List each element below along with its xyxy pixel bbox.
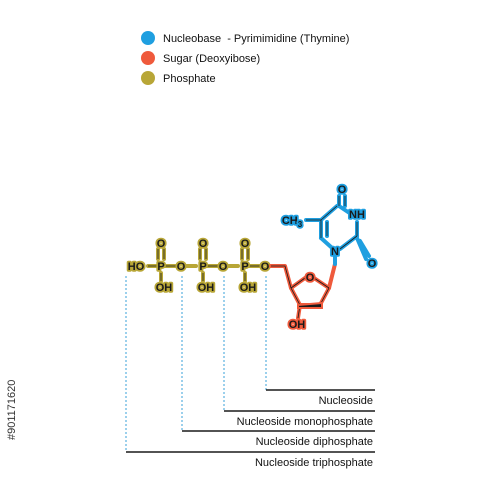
phosphate-1-o-bridge: O — [177, 261, 186, 273]
base-oxygen-right: O — [368, 258, 377, 270]
base-atoms: CH3 O NH O N — [280, 182, 378, 272]
legend-label-nucleobase: Nucleobase - Pyrimimidine (Thymine) — [163, 33, 349, 45]
phosphate-2-o-bridge: O — [219, 261, 228, 273]
legend-label-sugar: Sugar (Deoxyibose) — [163, 53, 260, 65]
phosphate-1-ho: HO — [128, 261, 145, 273]
phosphate-3-o-bridge: O — [261, 261, 270, 273]
legend-item-sugar: Sugar (Deoxyibose) — [141, 51, 260, 65]
base-nh: NH — [349, 209, 365, 221]
legend-swatch-phosphate — [141, 71, 155, 85]
sugar-atoms: O OH — [287, 270, 316, 333]
nucleobase-thymine: CH3 O NH O N — [280, 182, 378, 272]
legend: Nucleobase - Pyrimimidine (Thymine) Suga… — [141, 31, 349, 85]
legend-item-phosphate: Phosphate — [141, 71, 216, 85]
bracket-label-triphosphate: Nucleoside triphosphate — [255, 457, 373, 469]
phosphate-1-p: P — [157, 261, 164, 273]
base-bonds-outline — [306, 196, 358, 250]
sugar-hydroxyl: OH — [289, 319, 306, 331]
phosphate-1-oh: OH — [156, 282, 173, 294]
base-methyl: CH3 — [282, 215, 303, 229]
dotted-guides — [125, 276, 267, 452]
phosphate-bonds-outline — [148, 249, 260, 281]
phosphate-atoms: HO P O OH O P O OH O P O OH O — [126, 236, 271, 296]
base-nitrogen: N — [331, 246, 339, 258]
legend-swatch-sugar — [141, 51, 155, 65]
legend-label-phosphate: Phosphate — [163, 73, 216, 85]
sugar-ring-oxygen: O — [306, 272, 315, 284]
sugar-bonds — [269, 262, 337, 320]
phosphate-2-p: P — [199, 261, 206, 273]
phosphate-2-o-top: O — [199, 238, 208, 250]
phosphate-chain: HO P O OH O P O OH O P O OH O — [126, 236, 271, 296]
sugar-deoxyribose: O OH — [269, 262, 337, 333]
phosphate-2-oh: OH — [198, 282, 215, 294]
bracket-labels: Nucleoside Nucleoside monophosphate Nucl… — [126, 389, 375, 469]
legend-swatch-nucleobase — [141, 31, 155, 45]
sugar-bonds-outline — [271, 265, 330, 319]
bracket-label-diphosphate: Nucleoside diphosphate — [256, 436, 373, 448]
base-oxygen-top: O — [338, 184, 347, 196]
phosphate-1-o-top: O — [157, 238, 166, 250]
legend-item-nucleobase: Nucleobase - Pyrimimidine (Thymine) — [141, 31, 349, 45]
phosphate-3-oh: OH — [240, 282, 257, 294]
sugar-wedge-bond — [297, 301, 323, 309]
bracket-label-nucleoside: Nucleoside — [319, 395, 373, 407]
bracket-label-monophosphate: Nucleoside monophosphate — [237, 416, 373, 428]
stock-id-text: #901171620 — [6, 380, 18, 440]
phosphate-3-p: P — [241, 261, 248, 273]
phosphate-3-o-top: O — [241, 238, 250, 250]
